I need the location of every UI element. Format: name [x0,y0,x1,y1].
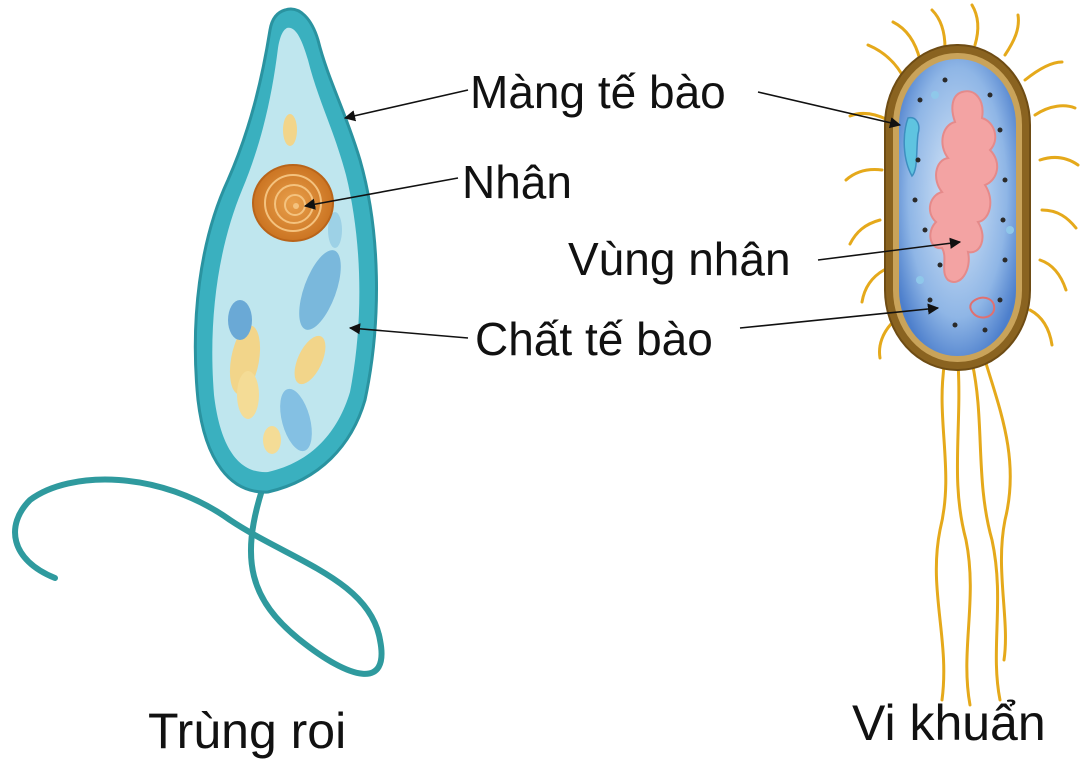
arrow-nucleoid [817,237,962,261]
pointer-arrows [303,89,962,339]
paramylon-granule [294,335,326,385]
paramylon-granule [237,371,259,419]
euglena-flagellum [12,476,385,677]
bacterium-illustration [844,3,1080,707]
arrow-membrane-bacterium [757,91,902,129]
arrow-cytoplasm-bacterium [739,303,940,329]
bacterium-flagella [934,358,1012,707]
euglena-illustration [12,7,385,677]
label-nucleoid: Vùng nhân [568,233,791,285]
vacuole [328,212,342,248]
paramylon-granule [263,426,281,454]
label-membrane: Màng tế bào [470,66,726,118]
bacterium-nucleoid [928,90,999,283]
label-nucleus: Nhân [462,156,572,208]
eyespot [283,114,297,146]
arrow-membrane-euglena [343,89,469,122]
arrow-nucleus [303,177,459,210]
caption-euglena: Trùng roi [148,703,346,759]
caption-bacterium: Vi khuẩn [852,695,1046,751]
arrow-cytoplasm-euglena [348,323,469,339]
chloroplast [228,300,252,340]
ribosomes [912,77,1008,333]
bacterium-pili [844,3,1080,360]
chloroplast [280,388,312,452]
plasmid [969,296,996,319]
chloroplast [299,250,341,330]
label-cytoplasm: Chất tế bào [475,313,713,365]
inclusion-bodies [916,91,1014,284]
euglena-nucleus [252,164,334,242]
